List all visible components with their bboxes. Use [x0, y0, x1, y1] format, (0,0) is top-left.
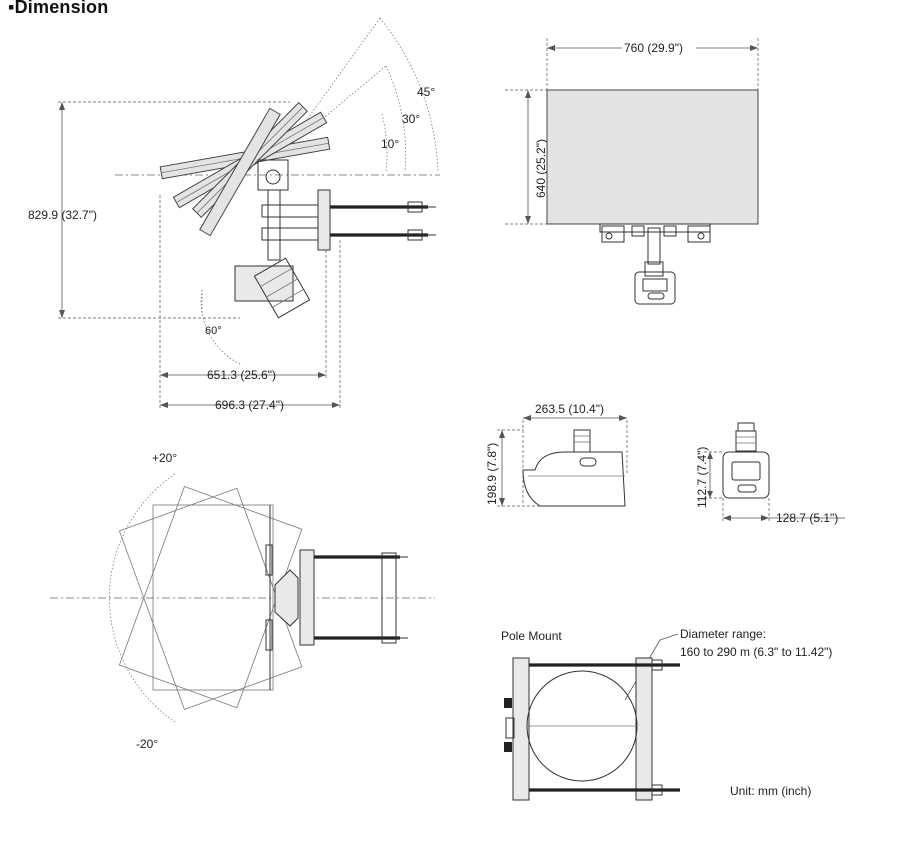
pole-clamp-side	[317, 189, 331, 251]
diameter-range-label: Diameter range:	[680, 627, 766, 641]
camera-side-view: 263.5 (10.4") 198.9 (7.8")	[485, 402, 628, 507]
tilt-ray-45	[284, 17, 381, 151]
pole-mount-title: Pole Mount	[501, 629, 562, 643]
camera-length-label: 263.5 (10.4")	[535, 402, 604, 416]
angle-45-label: 45°	[417, 85, 435, 99]
pole-clamp-right	[635, 657, 653, 801]
panel-top-minus20	[118, 485, 303, 709]
camera-body-side	[234, 265, 294, 302]
tilt-arc-45	[379, 17, 439, 173]
diameter-range-value: 160 to 290 m (6.3" to 11.42")	[680, 645, 832, 659]
camera-face	[722, 451, 770, 499]
camera-front-width-label: 128.7 (5.1")	[776, 511, 838, 525]
page-heading: ▪Dimension	[8, 0, 108, 18]
angle-minus-20-label: -20°	[136, 737, 158, 751]
tilt-arc-10	[381, 113, 388, 173]
front-height-label: 640 (25.2")	[534, 139, 548, 198]
panel-pos-60	[199, 107, 281, 237]
camera-tilted	[253, 257, 311, 319]
unit-label: Unit: mm (inch)	[730, 784, 811, 798]
angle-10-label: 10°	[381, 137, 399, 151]
top-bracket	[274, 569, 299, 627]
camera-body-profile	[522, 451, 626, 507]
front-width-label: 760 (29.9")	[624, 41, 683, 55]
tilt-pivot	[265, 169, 281, 185]
depth-inner-label: 651.3 (25.6")	[207, 368, 276, 382]
camera-front-height-label: 112.7 (7.4")	[695, 447, 709, 508]
top-clamp-back	[381, 552, 397, 644]
mast	[267, 189, 281, 261]
camera-height-label: 198.9 (7.8")	[485, 443, 499, 505]
angle-60-label: 60°	[205, 325, 222, 337]
tilt-arc-30	[385, 65, 407, 173]
side-view: 60° 45° 30° 10° 829.9 (32.7") 651.3 (25.…	[28, 17, 440, 412]
tilt-arc-60	[200, 289, 243, 366]
height-dim-label: 829.9 (32.7")	[28, 208, 97, 222]
angle-30-label: 30°	[402, 112, 420, 126]
front-view: 760 (29.9") 640 (25.2")	[505, 38, 759, 305]
camera-front-small	[634, 271, 676, 305]
pan-arc	[109, 473, 176, 723]
pole-mount-view: Pole Mount Diameter range: 160 to 290 m …	[501, 627, 832, 801]
mast-arm-lower	[261, 227, 323, 241]
angle-plus-20-label: +20°	[152, 451, 177, 465]
heading-text: Dimension	[14, 0, 109, 17]
pole-clamp-left	[512, 657, 530, 801]
camera-front-view: 112.7 (7.4") 128.7 (5.1")	[695, 422, 845, 525]
top-clamp	[299, 549, 315, 646]
top-view: +20° -20°	[50, 451, 435, 751]
front-mast	[647, 227, 661, 265]
depth-outer-label: 696.3 (27.4")	[215, 398, 284, 412]
mast-arm-upper	[261, 204, 323, 218]
panel-top-center	[152, 504, 274, 691]
panel-top-plus20	[118, 487, 303, 711]
solar-panel-front	[546, 89, 759, 225]
